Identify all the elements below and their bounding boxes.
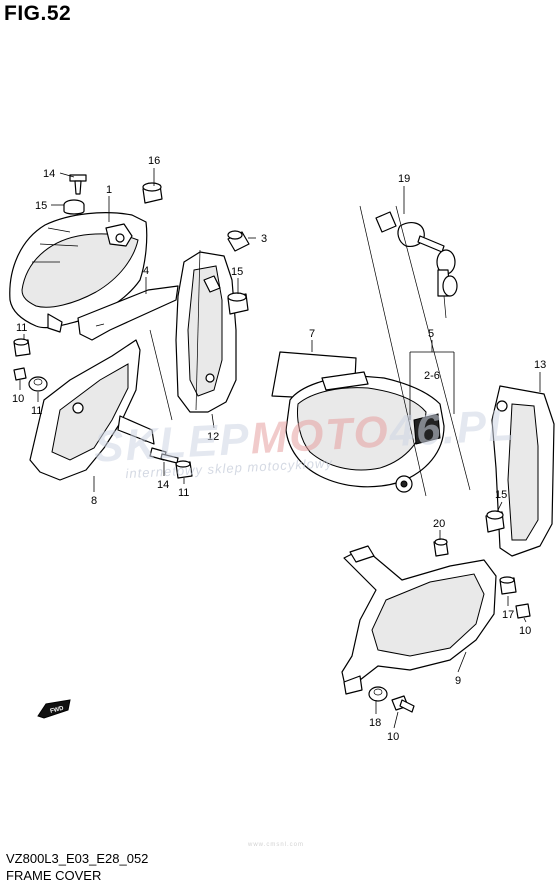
callout-11-mid: 11 bbox=[178, 487, 189, 499]
grommet-11-left-b bbox=[28, 376, 48, 392]
model-code: VZ800L3_E03_E28_052 bbox=[6, 851, 149, 866]
spacer-3 bbox=[227, 230, 250, 252]
grommet-20 bbox=[433, 538, 449, 557]
callout-10-left: 10 bbox=[12, 393, 24, 405]
callout-17: 17 bbox=[502, 609, 514, 621]
bolt-14-top bbox=[69, 174, 87, 195]
callout-15-center: 15 bbox=[231, 266, 243, 278]
callout-19: 19 bbox=[398, 173, 410, 185]
front-left-cover bbox=[9, 212, 148, 333]
section-name: FRAME COVER bbox=[6, 868, 102, 883]
fwd-arrow-icon: FWD bbox=[37, 699, 71, 719]
callout-10-bottom: 10 bbox=[387, 731, 399, 743]
nut-10-right bbox=[515, 603, 531, 619]
callout-12: 12 bbox=[207, 431, 219, 443]
callout-7: 7 bbox=[309, 328, 315, 340]
grommet-17 bbox=[499, 576, 517, 595]
figure-title: FIG.52 bbox=[4, 2, 72, 25]
sheet-4 bbox=[77, 285, 179, 341]
callout-14-mid: 14 bbox=[157, 479, 169, 491]
grommet-15-top bbox=[63, 199, 85, 215]
grommet-16 bbox=[142, 182, 163, 204]
bolt-10-bottom bbox=[391, 695, 415, 713]
grommet-15-right bbox=[485, 510, 505, 533]
nut-10-left bbox=[13, 367, 27, 381]
callout-15-top: 15 bbox=[35, 200, 47, 212]
separator-line-c bbox=[149, 329, 173, 421]
grommet-11-mid bbox=[175, 460, 193, 479]
callout-9: 9 bbox=[455, 675, 461, 687]
callout-11-left: 11 bbox=[16, 322, 27, 334]
grommet-11-left bbox=[13, 338, 31, 357]
callout-10-right: 10 bbox=[519, 625, 531, 637]
callout-8: 8 bbox=[91, 495, 97, 507]
watermark-brand-mid: MOTO bbox=[249, 407, 391, 463]
shop-watermark: SKLEPMOTO46.PL internetowy sklep motocyk… bbox=[93, 401, 518, 482]
lower-right-cover-9 bbox=[341, 545, 497, 695]
fwd-label: FWD bbox=[50, 706, 65, 715]
callout-5: 5 bbox=[428, 328, 434, 340]
grommet-18 bbox=[368, 686, 388, 702]
watermark-brand-right: 46.PL bbox=[387, 401, 518, 457]
lock-set-19 bbox=[375, 211, 458, 319]
separator-line-b bbox=[395, 205, 471, 491]
callout-16: 16 bbox=[148, 155, 160, 167]
callout-14-top: 14 bbox=[43, 168, 55, 180]
callout-2-6: 2-6 bbox=[424, 370, 440, 382]
watermark-brand-left: SKLEP bbox=[93, 415, 252, 472]
callout-18: 18 bbox=[369, 717, 381, 729]
callout-4: 4 bbox=[143, 265, 149, 277]
bolt-14-mid bbox=[149, 447, 179, 464]
svg-text:SKLEPMOTO46.PL: SKLEPMOTO46.PL bbox=[93, 401, 518, 472]
lower-left-frame-cover-8 bbox=[29, 339, 155, 481]
watermark-footer: www.cmsnl.com bbox=[247, 842, 304, 848]
callout-labels: 14 15 16 1 3 4 15 7 19 5 2-6 13 11 10 11… bbox=[12, 155, 546, 743]
callout-13: 13 bbox=[534, 359, 546, 371]
callout-15-right: 15 bbox=[495, 489, 507, 501]
right-side-cover-5 bbox=[285, 371, 445, 493]
separator-line-a bbox=[359, 205, 427, 497]
center-frame-cover-12 bbox=[175, 249, 237, 413]
leader-lines bbox=[19, 168, 541, 729]
callout-11-left-b: 11 bbox=[31, 405, 42, 417]
callout-1: 1 bbox=[106, 184, 112, 196]
grommet-15-center bbox=[227, 292, 249, 315]
callout-3: 3 bbox=[261, 233, 267, 245]
callout-20: 20 bbox=[433, 518, 445, 530]
rear-strip-13 bbox=[491, 385, 555, 557]
